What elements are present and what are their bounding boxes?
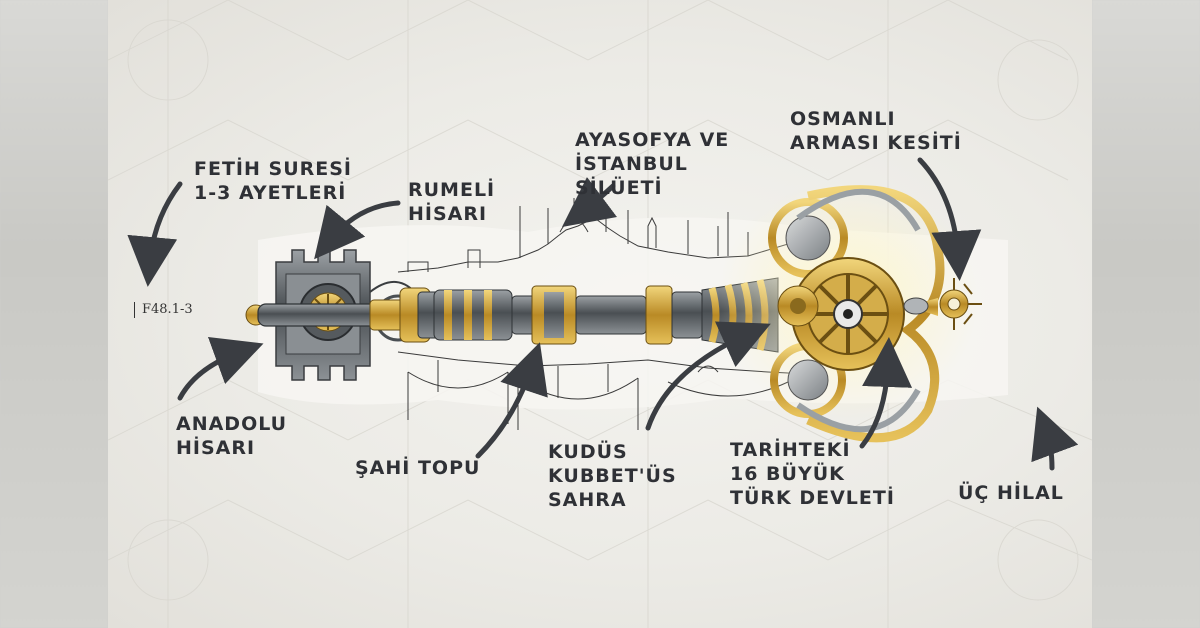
- anadolu-arrow-icon: [177, 337, 264, 401]
- right-blurred-margin: [1092, 0, 1200, 628]
- key-bow-icon: [718, 180, 982, 443]
- poster: [108, 0, 1092, 628]
- label-anadolu-hisari: ANADOLU HİSARI: [176, 413, 288, 459]
- label-tarihteki: TARİHTEKİ 16 BÜYÜK TÜRK DEVLETİ: [730, 439, 895, 509]
- label-sahi-topu: ŞAHİ TOPU: [355, 457, 481, 479]
- osmanli-arrow-icon: [917, 157, 982, 281]
- tarihteki-arrow-icon: [859, 337, 913, 449]
- uc-hilal-arrow-icon: [1031, 406, 1079, 471]
- sahi-arrow-icon: [475, 342, 548, 459]
- annotation-arrows: [127, 157, 1079, 471]
- label-uc-hilal: ÜÇ HİLAL: [958, 482, 1064, 504]
- label-kudus: KUDÜS KUBBET'ÜS SAHRA: [548, 441, 677, 511]
- label-osmanli-armasi: OSMANLI ARMASI KESİTİ: [790, 108, 962, 154]
- ottoman-crest-icon: [939, 278, 982, 330]
- ayasofya-arrow-icon: [562, 176, 618, 228]
- kudus-arrow-icon: [645, 321, 771, 431]
- verse-reference: F48.1-3: [134, 302, 193, 318]
- rumeli-arrow-icon: [314, 200, 401, 260]
- label-fetih-suresi: FETİH SURESİ 1-3 AYETLERİ: [194, 158, 352, 204]
- label-rumeli-hisari: RUMELİ HİSARI: [408, 179, 496, 225]
- fetih-arrow-icon: [127, 181, 183, 287]
- left-blurred-margin: [0, 0, 108, 628]
- label-ayasofya: AYASOFYA VE İSTANBUL SİLÜETİ: [575, 129, 730, 199]
